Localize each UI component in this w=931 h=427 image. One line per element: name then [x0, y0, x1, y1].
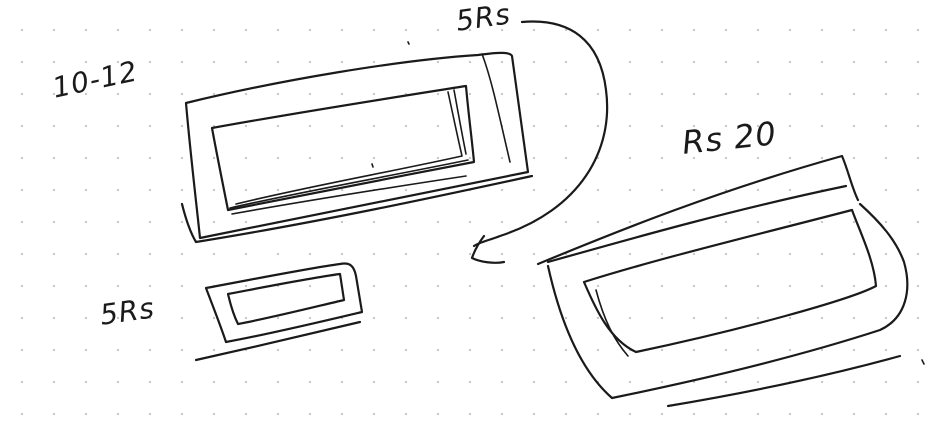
small-tray — [196, 264, 362, 361]
bowl-tray-mark — [922, 360, 924, 364]
bowl-tray-inner-edge — [596, 290, 628, 356]
curved-arrow — [472, 22, 607, 263]
note-right: Rs 20 — [681, 117, 779, 159]
large-tray-outer-side — [482, 54, 510, 162]
note-top: 5Rs — [454, 0, 512, 35]
note-bottom-left: 5Rs — [98, 294, 156, 329]
large-tray-mark — [372, 42, 409, 167]
curved-arrow-shaft — [474, 22, 607, 246]
bowl-tray-base-line — [668, 356, 900, 406]
large-tray — [182, 42, 532, 242]
large-tray-outer-frame — [186, 53, 528, 238]
bowl-tray-inner-recess — [584, 210, 876, 352]
bowl-tray-top-rim — [538, 156, 858, 264]
bowl-tray — [538, 156, 924, 406]
